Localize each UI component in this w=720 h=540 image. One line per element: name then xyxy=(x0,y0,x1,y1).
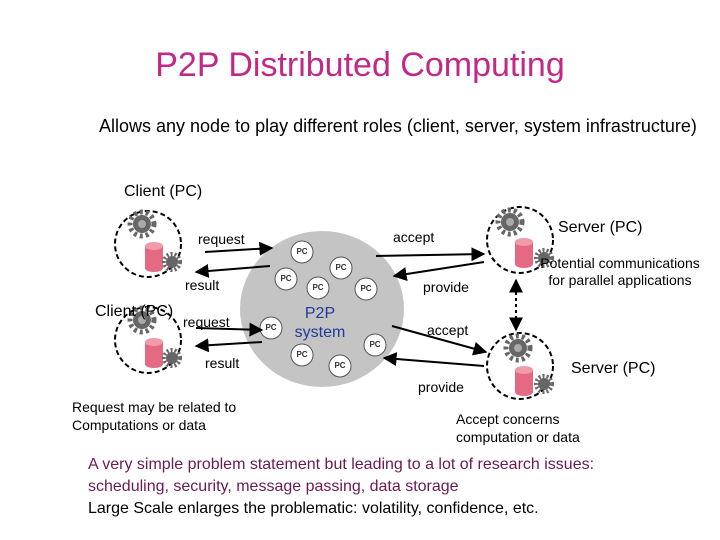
node-server-top xyxy=(486,206,554,274)
arrow-request-top xyxy=(204,241,274,256)
gear-icon xyxy=(127,305,157,335)
gear-icon xyxy=(534,248,554,268)
page-title: P2P Distributed Computing xyxy=(155,46,565,84)
result-top-label: result xyxy=(185,277,220,293)
gear-icon xyxy=(495,207,525,237)
accept-top-label: accept xyxy=(393,229,435,245)
potential-communications-label: Potential communications for parallel ap… xyxy=(540,255,700,288)
gear-icon xyxy=(534,374,554,394)
client-mid-label: Client (PC) xyxy=(95,303,174,320)
pc-node xyxy=(290,343,314,367)
p2p-system-label: P2P system xyxy=(294,305,346,341)
client-top-label: Client (PC) xyxy=(124,183,203,200)
request-top-label: request xyxy=(198,231,245,247)
pc-label: PC xyxy=(265,323,277,332)
pc-node xyxy=(354,277,378,301)
bottom-line-1: A very simple problem statement but lead… xyxy=(88,456,595,473)
pc-label: PC xyxy=(369,340,381,349)
database-icon xyxy=(145,242,163,272)
request-note: Request may be related to Computations o… xyxy=(72,399,237,433)
arrow-request-mid xyxy=(195,322,264,337)
pc-label: PC xyxy=(335,263,347,272)
node-client-mid xyxy=(114,305,182,374)
arrow-accept-bottom xyxy=(391,325,488,356)
arrow-result-top xyxy=(194,264,271,278)
pc-node xyxy=(329,256,353,280)
pc-label: PC xyxy=(296,247,308,256)
gear-icon xyxy=(127,209,157,239)
pc-node xyxy=(328,354,352,378)
provide-bottom-label: provide xyxy=(418,379,464,395)
pc-node xyxy=(306,276,330,300)
arrow-result-mid xyxy=(194,338,263,353)
arrow-provide-top xyxy=(392,261,485,281)
gear-icon xyxy=(162,348,182,368)
pc-node xyxy=(290,240,314,264)
bottom-line-3: Large Scale enlarges the problematic: vo… xyxy=(88,500,539,517)
arrow-accept-top xyxy=(375,247,486,262)
pc-nodes xyxy=(259,240,387,378)
provide-top-label: provide xyxy=(423,279,469,295)
pc-label: PC xyxy=(296,350,308,359)
database-icon xyxy=(145,338,163,368)
server-bottom-label: Server (PC) xyxy=(571,360,656,377)
database-icon xyxy=(515,366,533,396)
node-client-top xyxy=(114,209,182,278)
pc-label: PC xyxy=(280,274,292,283)
gear-icon xyxy=(162,252,182,272)
pc-label: PC xyxy=(334,361,346,370)
accept-bottom-label: accept xyxy=(427,322,469,338)
intro-text: Allows any node to play different roles … xyxy=(99,116,697,136)
result-mid-label: result xyxy=(205,355,240,371)
bottom-text: A very simple problem statement but lead… xyxy=(88,454,708,520)
arrow-provide-bottom xyxy=(382,352,485,367)
pc-node xyxy=(274,267,298,291)
accept-note: Accept concerns computation or data xyxy=(456,411,580,445)
node-server-bottom xyxy=(486,332,554,400)
pc-label: PC xyxy=(312,283,324,292)
database-icon xyxy=(515,238,533,268)
request-mid-label: request xyxy=(183,314,230,330)
bottom-line-2: scheduling, security, message passing, d… xyxy=(88,478,459,495)
pc-label: PC xyxy=(360,284,372,293)
pc-node xyxy=(363,333,387,357)
gear-icon xyxy=(503,333,533,363)
server-top-label: Server (PC) xyxy=(558,219,643,236)
